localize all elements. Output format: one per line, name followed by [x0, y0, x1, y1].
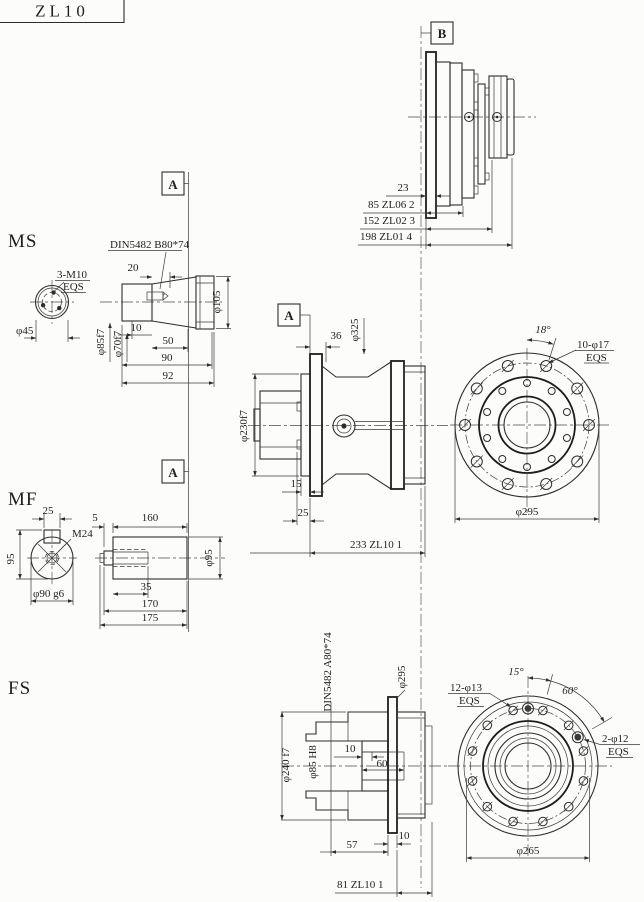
- marker-a-label: A: [168, 177, 178, 192]
- fs-mount-flange: [387, 696, 398, 834]
- ms-dim-10: 10: [131, 322, 143, 334]
- fs-holes12-note: 12-φ13: [450, 682, 483, 694]
- main-section-view: 36 φ325 φ230f7 15 25 233 ZL10 1: [238, 318, 448, 557]
- ms-side-view: DIN5482 B80*74 20 φ85f7 φ70f7 φ105 10 50: [95, 239, 231, 387]
- clamp-screw-icon: [464, 112, 474, 122]
- mf-dim-95v: 95: [5, 553, 17, 565]
- mf-dim-170: 170: [142, 598, 159, 610]
- main-dim-25: 25: [298, 507, 310, 519]
- ms-dim-70f7: φ70f7: [112, 330, 124, 357]
- mf-dim-25: 25: [43, 505, 55, 517]
- spline-shaft-section: [146, 291, 164, 301]
- mf-dim-5: 5: [92, 512, 98, 524]
- fs-dim-265: φ265: [517, 845, 540, 857]
- fs-dim-10-flange: 10: [399, 830, 411, 842]
- fs-flange-view: 15° 60° 12-φ13 EQS 2-φ12 EQS φ265: [448, 666, 640, 862]
- fs-view: FS DIN5482 A80*74 φ295 φ240 f7 φ85 H8 10…: [8, 632, 448, 897]
- mf-dim-160: 160: [142, 512, 159, 524]
- fs-dim-81: 81 ZL10 1: [337, 879, 383, 891]
- fs-holes2-note: 2-φ12: [602, 733, 629, 745]
- ms-bolt-note: 3-M10: [57, 269, 87, 281]
- rear-view: 23 85 ZL06 2 152 ZL02 3 198 ZL01 4: [358, 51, 536, 249]
- fs-dim-295: φ295: [396, 665, 408, 688]
- mf-label: MF: [8, 489, 37, 510]
- ms-dim-90: 90: [162, 352, 174, 364]
- fs-dim-60: 60: [377, 758, 389, 770]
- mf-dim-90g6: φ90 g6: [33, 588, 65, 600]
- dim-85-zl06: 85 ZL06 2: [368, 199, 414, 211]
- output-hub: [259, 390, 302, 460]
- main-dim-233: 233 ZL10 1: [350, 539, 402, 551]
- flange-holes-note: 10-φ17: [577, 339, 610, 351]
- mf-dim-35: 35: [141, 581, 153, 593]
- marker-b-label: B: [438, 26, 447, 41]
- main-dim-325: φ325: [349, 318, 361, 341]
- section-marker-b: B: [421, 21, 454, 45]
- marker-a-label: A: [168, 465, 178, 480]
- ms-dim-85f7: φ85f7: [95, 328, 107, 355]
- section-marker-a-main: A: [277, 303, 311, 354]
- title-block: ZL10: [0, 0, 125, 24]
- ms-label: MS: [8, 231, 37, 252]
- fs-cover-bottom: [305, 790, 388, 821]
- ms-bell-rim: [195, 275, 215, 330]
- key-slot: [43, 529, 61, 544]
- main-dim-230f7: φ230f7: [238, 409, 250, 442]
- front-flange-view: 18° 10-φ17 EQS φ295: [450, 324, 614, 523]
- fs-dim-85h8: φ85 H8: [307, 745, 319, 779]
- tapped-hole-icon: [51, 290, 56, 295]
- fs-hub-section: [361, 779, 389, 792]
- mf-side-view: 5 160 35 170 175 φ95: [92, 512, 225, 629]
- center-bolt-icon: [332, 414, 356, 438]
- clamp-screw-icon: [492, 112, 502, 122]
- reference-lines: [188, 26, 422, 888]
- fs-dim-10-bore: 10: [345, 743, 357, 755]
- fs-hub-section: [361, 740, 389, 753]
- flange-holes-eqs: EQS: [586, 352, 607, 364]
- mf-view: MF 25 M24 95 φ90 g6: [5, 489, 225, 629]
- bolt-holes-phi13: [467, 705, 589, 827]
- rear-flange-plate: [425, 51, 437, 219]
- flange-dim-295: φ295: [516, 506, 539, 518]
- mf-dim-175: 175: [142, 612, 159, 624]
- mf-thread: M24: [72, 528, 93, 540]
- dim-198-zl01: 198 ZL01 4: [360, 231, 412, 243]
- ms-dim-105: φ105: [211, 290, 223, 313]
- dowel-holes-phi12: [522, 702, 584, 744]
- main-dim-36: 36: [331, 330, 343, 342]
- fs-angle-15: 15°: [508, 666, 524, 678]
- flange-angle-18: 18°: [535, 324, 551, 336]
- output-spigot: [300, 373, 311, 477]
- main-dim-15: 15: [291, 478, 303, 490]
- ms-view: MS 3-M10 EQS φ45: [8, 231, 231, 387]
- mf-dim-95: φ95: [203, 549, 215, 567]
- ms-bolt-note-eqs: EQS: [63, 281, 84, 293]
- drawing-title: ZL10: [35, 2, 89, 21]
- marker-a-label: A: [284, 308, 294, 323]
- fs-angle-60: 60°: [562, 685, 578, 697]
- fs-label: FS: [8, 678, 31, 699]
- fs-spline-spec: DIN5482 A80*74: [322, 632, 334, 712]
- dim-23: 23: [398, 182, 410, 194]
- section-marker-a-top: A: [161, 171, 189, 196]
- inner-holes: [483, 379, 571, 471]
- ms-end-view: 3-M10 EQS φ45: [16, 269, 90, 342]
- mf-end-view: 25 M24 95 φ90 g6: [5, 505, 93, 605]
- rear-flange: [390, 360, 405, 490]
- ms-dim-45: φ45: [16, 325, 34, 337]
- front-mount-flange: [309, 353, 323, 497]
- dim-152-zl02: 152 ZL02 3: [363, 215, 415, 227]
- ms-dim-20: 20: [128, 262, 140, 274]
- fs-cover-top: [305, 711, 388, 742]
- ms-spline-spec: DIN5482 B80*74: [110, 239, 190, 251]
- tapped-hole-icon: [57, 305, 62, 311]
- fs-dim-57: 57: [347, 839, 359, 851]
- ms-dim-92: 92: [163, 370, 174, 382]
- fs-holes2-eqs: EQS: [608, 746, 629, 758]
- tapped-hole-icon: [40, 303, 46, 308]
- ms-dim-50: 50: [163, 335, 175, 347]
- section-marker-a-mid: A: [161, 459, 189, 484]
- fs-holes12-eqs: EQS: [459, 695, 480, 707]
